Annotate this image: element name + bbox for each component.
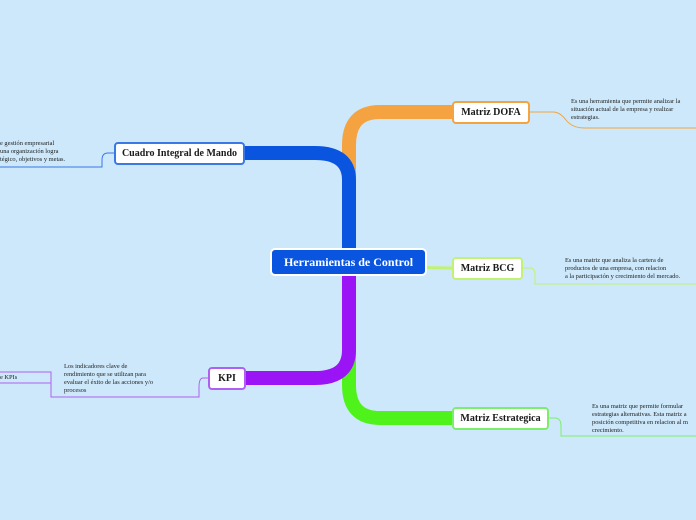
note-matriz-estrategica: Es una matriz que permite formular estra… [592,403,688,435]
central-topic[interactable]: Herramientas de Control [270,248,427,276]
note-line: a la participación y crecimiento del mer… [565,273,681,280]
note-line: situación actual de la empresa y realiza… [571,106,674,113]
note-line: rendimiento que se utilizan para [64,371,146,378]
note-line: Los indicadores clave de [64,363,128,370]
note-line: Es una matriz que permite formular [592,403,684,410]
note-kpi: Los indicadores clave de rendimiento que… [64,363,153,395]
note-kpi-subtopic: e KPIs [0,374,17,382]
callout-bcg [523,267,696,285]
note-line: una organización logra [0,148,59,155]
topic-cuadro-integral-de-mando[interactable]: Cuadro Integral de Mando [114,142,245,165]
note-line: posición competitiva en relacion al m [592,419,689,426]
note-line: procesos [64,387,87,394]
branch-estrategica [342,262,452,425]
topic-kpi[interactable]: KPI [208,367,246,390]
note-line: Es una matriz que analiza la cartera de [565,257,664,264]
callout-cim [0,152,114,168]
note-matriz-bcg: Es una matriz que analiza la cartera de … [565,257,680,281]
note-line: productos de una empresa, con relacion [565,265,667,272]
topic-matriz-bcg[interactable]: Matriz BCG [452,257,523,280]
branch-kpi [246,262,356,385]
note-line: evaluar el éxito de las acciones y/o [64,379,154,386]
branch-cim [245,146,356,262]
note-line: tégico, objetivos y metas. [0,156,66,163]
note-line: Es una herramienta que permite analizar … [571,98,681,105]
callout-dofa [530,111,696,129]
branch-dofa [342,105,452,262]
note-matriz-dofa: Es una herramienta que permite analizar … [571,98,680,122]
topic-matriz-dofa[interactable]: Matriz DOFA [452,101,530,124]
callout-estrategica [549,417,696,437]
topic-matriz-estrategica[interactable]: Matriz Estrategica [452,407,549,430]
note-cuadro-integral-de-mando: e gestión empresarial una organización l… [0,140,65,164]
note-line: estrategias. [571,114,600,121]
note-line: estrategias alternativas. Esta matriz a [592,411,687,418]
note-line: e gestión empresarial [0,140,55,147]
note-line: crecimiento. [592,427,624,434]
note-line: e KPIs [0,374,18,381]
callout-kpi [0,371,208,398]
